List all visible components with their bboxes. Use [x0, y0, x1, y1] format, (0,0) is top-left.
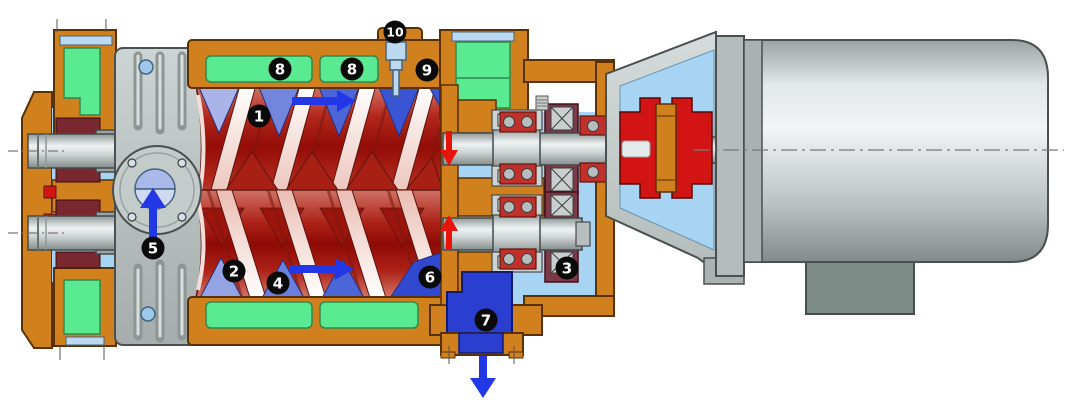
part-label-4: 4 — [266, 271, 290, 295]
shaft-stub-bottom — [27, 211, 119, 255]
shaft-seal-row — [55, 199, 101, 217]
flow-arrow-discharge — [470, 356, 496, 398]
idler-shaft — [442, 212, 591, 256]
left-end-cover — [21, 29, 119, 349]
bore-end-plate — [440, 84, 459, 306]
bolt-hole-bottom — [140, 306, 156, 322]
bolt-hole-top — [138, 59, 154, 75]
motor-body — [743, 39, 1049, 263]
part-label-10-text: 10 — [386, 25, 404, 40]
part-label-2-text: 2 — [229, 262, 239, 280]
part-label-9: 9 — [415, 58, 439, 82]
part-label-8a: 8 — [268, 57, 292, 81]
vent-fitting — [385, 41, 407, 97]
lock-ring-top — [43, 185, 57, 199]
coupling-spacer — [655, 103, 677, 193]
liner-strip — [205, 301, 313, 329]
part-label-1: 1 — [247, 104, 271, 128]
liner-strip — [205, 55, 313, 83]
liner-strip — [319, 301, 419, 329]
flow-arrow-top — [292, 90, 356, 112]
part-label-4-text: 4 — [273, 274, 283, 292]
motor-flange-plate — [715, 35, 745, 277]
shaft-seal-row — [55, 251, 101, 269]
part-labels: 1 2 3 4 5 6 7 8 — [141, 20, 579, 332]
screw-rotors — [195, 84, 445, 299]
cover-top-gasket — [59, 35, 113, 46]
part-label-5: 5 — [141, 236, 165, 260]
web-above-shaft — [457, 99, 497, 134]
motor-face-ring — [743, 39, 763, 263]
coupling-hub-right — [671, 97, 713, 199]
shaft-arrow-top — [440, 131, 458, 166]
cover-top-seal-pad — [63, 47, 101, 116]
part-label-8a-text: 8 — [275, 60, 285, 78]
shaft-nut — [575, 221, 591, 247]
part-label-8b: 8 — [340, 57, 364, 81]
cover-bottom-seal-pad — [63, 279, 101, 335]
ball-bearings — [499, 111, 607, 270]
flow-arrows — [140, 90, 496, 398]
coupling-key — [621, 140, 651, 158]
centerlines — [8, 149, 1064, 234]
seal-cartridge — [451, 31, 515, 109]
rotor-bottom — [195, 151, 444, 299]
part-label-5-text: 5 — [148, 239, 158, 257]
bearing-housing — [429, 59, 649, 359]
flange-bolt-holes — [127, 158, 187, 222]
rotor-mesh-up — [225, 151, 444, 191]
flow-arrow-suction — [140, 188, 166, 240]
part-label-6: 6 — [418, 265, 442, 289]
thrust-arrows — [440, 131, 458, 249]
part-label-10: 10 — [383, 20, 407, 44]
bell-housing — [605, 30, 749, 285]
part-label-3: 3 — [555, 256, 579, 280]
flow-arrow-bottom — [290, 258, 354, 280]
cover-bottom-gasket — [65, 336, 105, 346]
part-label-9-text: 9 — [422, 61, 432, 79]
dimension-ticks — [56, 19, 515, 364]
part-label-7-text: 7 — [481, 311, 491, 329]
part-label-1-text: 1 — [254, 107, 264, 125]
motor — [743, 39, 1049, 315]
shaft-arrow-bottom — [440, 215, 458, 249]
shaft-stub-top — [27, 129, 119, 173]
part-label-6-text: 6 — [425, 268, 435, 286]
suction-port-upper — [134, 168, 176, 190]
shaft-seal-row — [55, 117, 101, 135]
part-label-7: 7 — [474, 308, 498, 332]
part-label-3-text: 3 — [562, 259, 572, 277]
motor-foot — [805, 261, 915, 315]
thread-comb — [535, 95, 549, 111]
part-label-8b-text: 8 — [347, 60, 357, 78]
cooling-fins — [133, 51, 187, 343]
part-label-2: 2 — [222, 259, 246, 283]
